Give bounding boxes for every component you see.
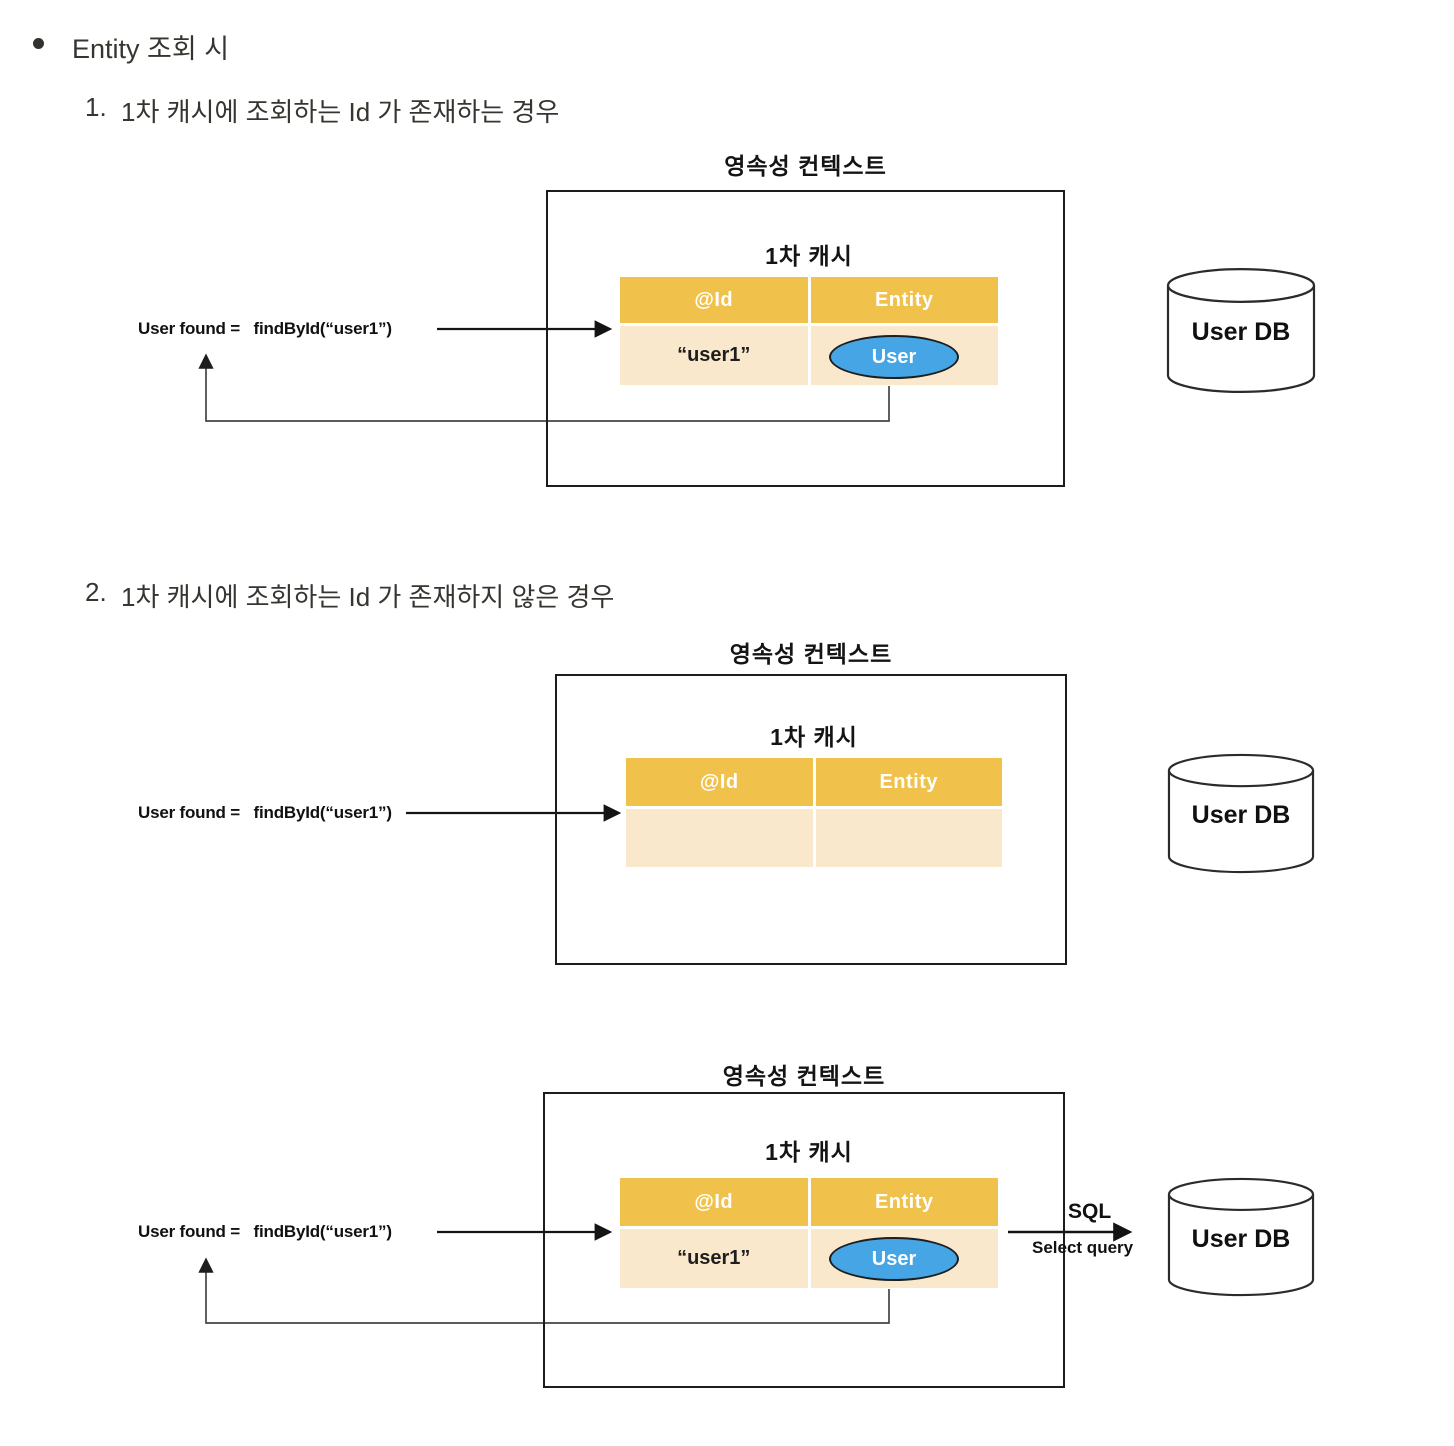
cache-table-2-cell-entity: [815, 809, 1002, 867]
user-db-label-2: User DB: [1191, 801, 1291, 829]
findbyid-code-2: User found = findById(“user1”): [138, 803, 392, 822]
cache-table-1-header-entity: Entity: [810, 277, 998, 323]
cache-table-3-header-id: @Id: [620, 1178, 808, 1226]
cache-table-1-cell-id: “user1”: [620, 326, 808, 385]
first-level-cache-title-1: 1차 캐시: [765, 243, 853, 269]
sql-label: SQL: [1068, 1200, 1112, 1223]
persistence-context-box-3: [543, 1092, 1065, 1388]
select-query-label: Select query: [1032, 1238, 1134, 1257]
findbyid-code-1: User found = findById(“user1”): [138, 319, 392, 338]
user-db-3: User DB: [1167, 1176, 1315, 1298]
cache-table-2-cell-id: [626, 809, 813, 867]
persistence-context-title-1: 영속성 컨텍스트: [724, 153, 887, 179]
persistence-context-title-3: 영속성 컨텍스트: [722, 1063, 886, 1089]
user-db-label-3: User DB: [1191, 1224, 1291, 1253]
user-entity-ellipse-1: User: [829, 335, 959, 379]
user-db-1: User DB: [1166, 266, 1316, 395]
cache-table-2: @Id Entity: [626, 758, 1002, 867]
persistence-context-box-2: [555, 674, 1067, 965]
cache-table-3-cell-id: “user1”: [620, 1229, 808, 1288]
db-cylinder-icon: [1166, 267, 1316, 394]
list-item-2-number: 2.: [85, 577, 107, 607]
first-level-cache-title-3: 1차 캐시: [765, 1139, 853, 1165]
list-item-2-text: 1차 캐시에 조회하는 Id 가 존재하지 않은 경우: [121, 582, 615, 612]
persistence-context-title-2: 영속성 컨텍스트: [729, 641, 893, 667]
list-item-1-number: 1.: [85, 92, 107, 122]
cache-table-2-header-id: @Id: [626, 758, 813, 806]
db-cylinder-icon: [1167, 753, 1315, 874]
list-item-1-text: 1차 캐시에 조회하는 Id 가 존재하는 경우: [121, 97, 560, 127]
user-db-label-1: User DB: [1191, 318, 1291, 346]
cache-table-3-header-entity: Entity: [810, 1178, 998, 1226]
db-cylinder-icon: [1167, 1177, 1315, 1297]
bullet-icon: [33, 38, 44, 49]
persistence-context-box-1: [546, 190, 1065, 487]
user-entity-ellipse-3: User: [829, 1237, 959, 1281]
first-level-cache-title-2: 1차 캐시: [770, 724, 858, 750]
list-bullet-title: Entity 조회 시: [72, 34, 230, 64]
findbyid-code-3: User found = findById(“user1”): [138, 1222, 392, 1241]
user-db-2: User DB: [1167, 752, 1315, 875]
cache-table-1-header-id: @Id: [620, 277, 808, 323]
cache-table-2-header-entity: Entity: [815, 758, 1002, 806]
